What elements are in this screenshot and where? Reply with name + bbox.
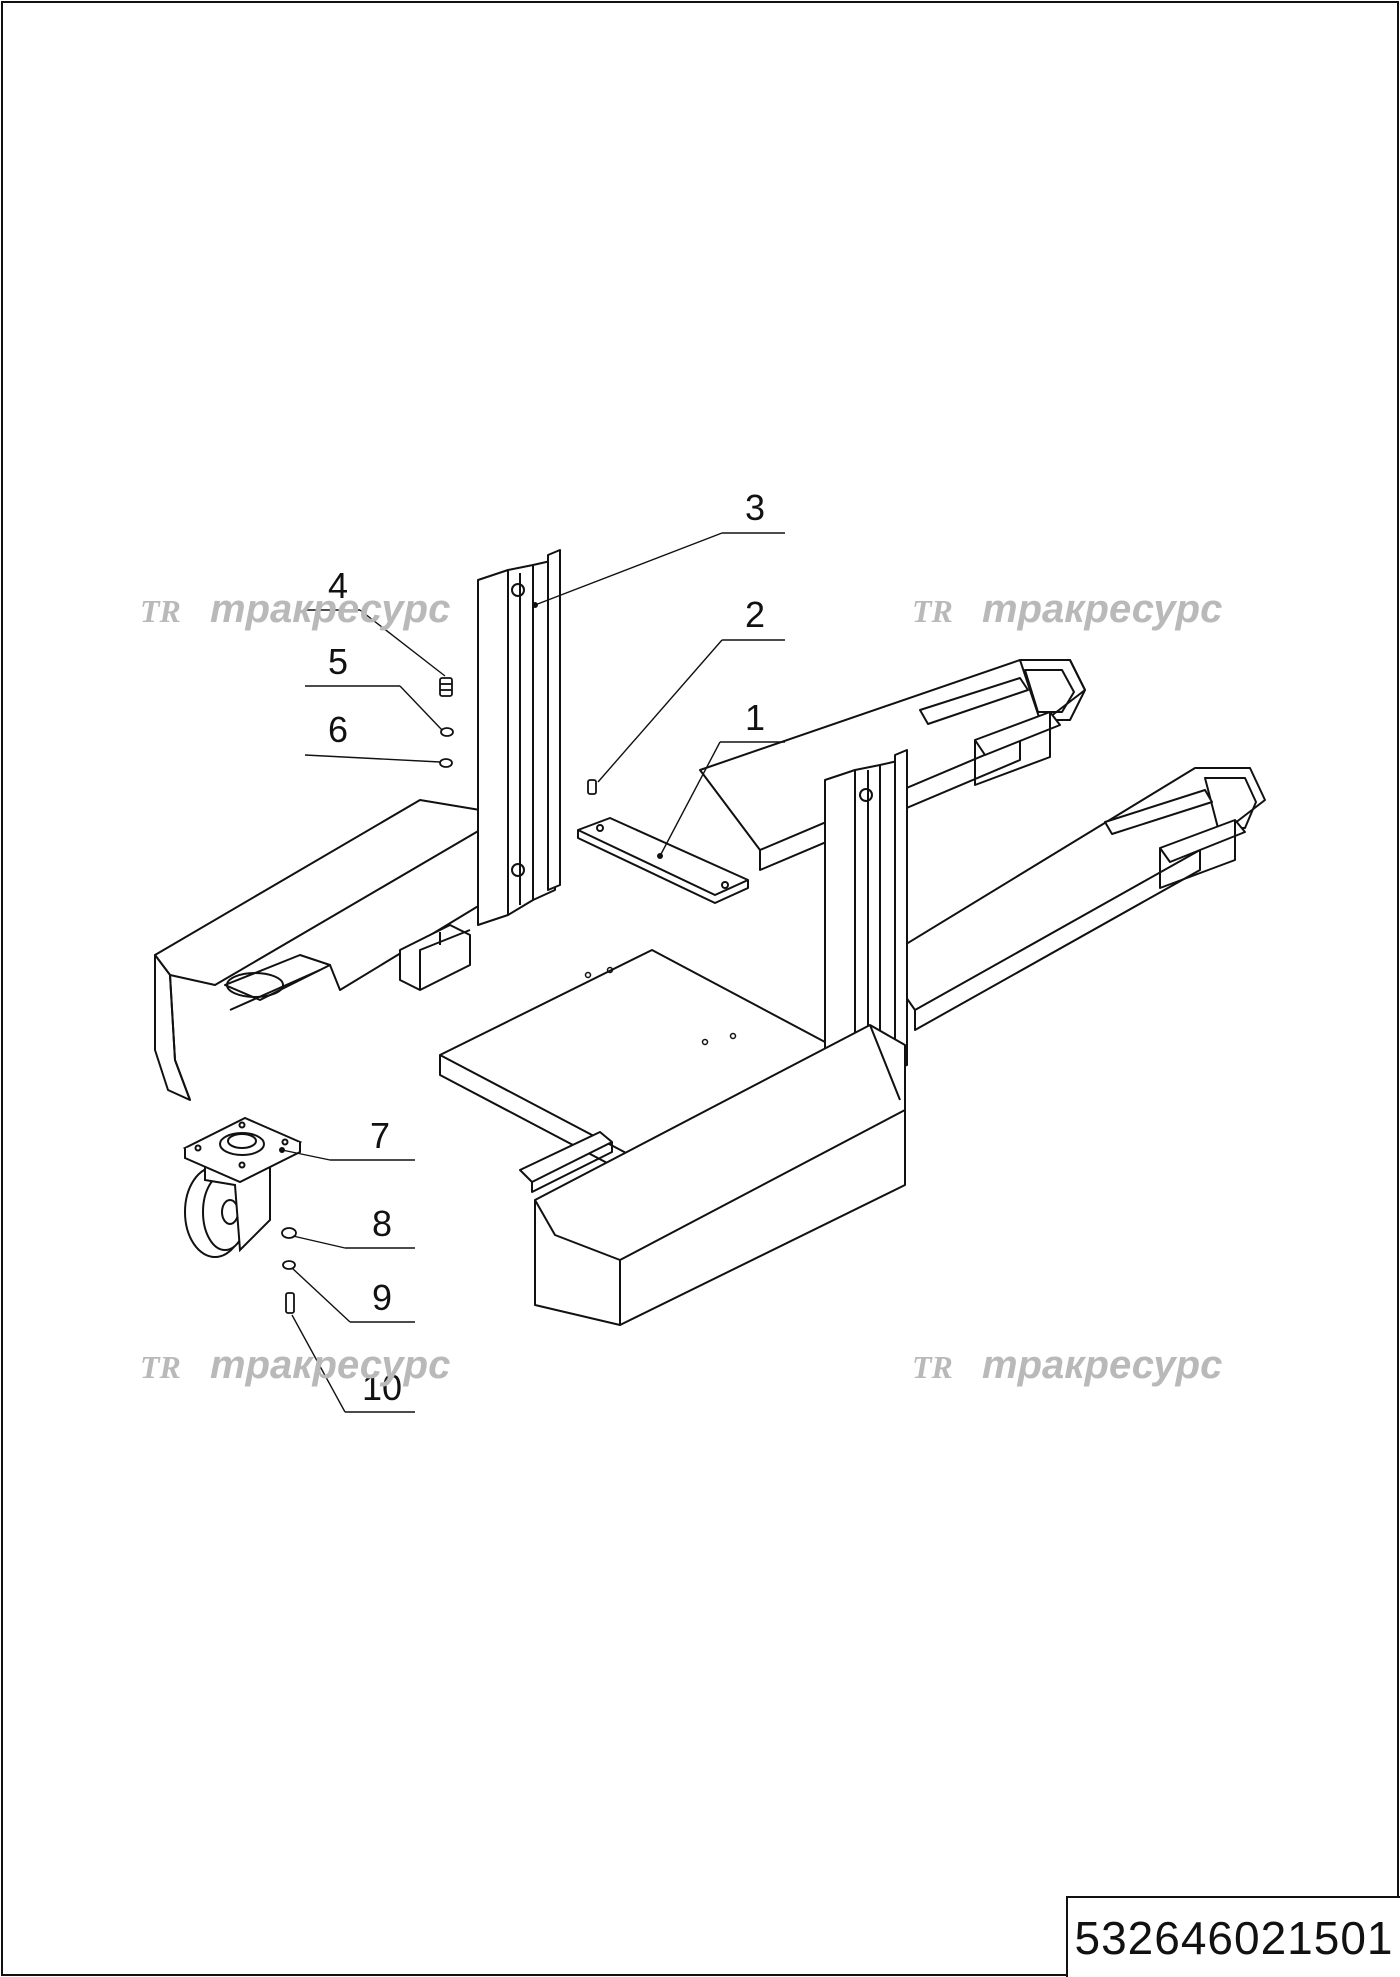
svg-text:TR: TR bbox=[912, 593, 953, 629]
callout-8: 8 bbox=[372, 1203, 392, 1244]
callout-4: 4 bbox=[328, 565, 348, 606]
callout-numbers: 1 2 3 4 5 6 7 8 9 10 bbox=[328, 487, 765, 1408]
left-upright bbox=[477, 549, 561, 926]
watermark-top-left: TR тракресурс bbox=[140, 587, 450, 631]
svg-text:тракресурс: тракресурс bbox=[982, 587, 1222, 631]
document-number: 532646021501 bbox=[1074, 1911, 1394, 1964]
pallet-truck-frame bbox=[154, 549, 1266, 1326]
right-upright bbox=[824, 749, 908, 1101]
callout-7: 7 bbox=[370, 1115, 390, 1156]
small-parts bbox=[281, 677, 597, 1314]
watermark-top-right: TR тракресурс bbox=[912, 587, 1222, 631]
leader-dots bbox=[279, 602, 663, 1153]
washer-part-6 bbox=[439, 758, 453, 768]
svg-text:TR: TR bbox=[140, 1349, 181, 1385]
svg-text:тракресурс: тракресурс bbox=[982, 1343, 1222, 1387]
watermark-bottom-left: TR тракресурс bbox=[140, 1343, 450, 1387]
svg-text:TR: TR bbox=[140, 593, 181, 629]
callout-2: 2 bbox=[745, 594, 765, 635]
caster-wheel-part-7 bbox=[182, 1116, 303, 1258]
nut-part-9 bbox=[282, 1260, 296, 1270]
callout-10: 10 bbox=[362, 1367, 402, 1408]
svg-text:тракресурс: тракресурс bbox=[210, 1343, 450, 1387]
base-holes bbox=[584, 966, 737, 1046]
leader-lines bbox=[281, 532, 785, 1413]
watermarks: TR тракресурс TR тракресурс TR тракресур… bbox=[140, 587, 1222, 1387]
callout-5: 5 bbox=[328, 641, 348, 682]
svg-text:TR: TR bbox=[912, 1349, 953, 1385]
callout-6: 6 bbox=[328, 709, 348, 750]
bolt-part-10 bbox=[285, 1292, 295, 1314]
svg-text:тракресурс: тракресурс bbox=[210, 587, 450, 631]
callout-9: 9 bbox=[372, 1277, 392, 1318]
callout-3: 3 bbox=[745, 487, 765, 528]
screw-part-2 bbox=[587, 779, 597, 795]
washer-part-8 bbox=[281, 1227, 297, 1239]
bolt-part-4 bbox=[439, 677, 453, 697]
callout-1: 1 bbox=[745, 697, 765, 738]
title-block: 532646021501 bbox=[1066, 1896, 1400, 1977]
watermark-bottom-right: TR тракресурс bbox=[912, 1343, 1222, 1387]
nut-part-5 bbox=[440, 727, 454, 737]
